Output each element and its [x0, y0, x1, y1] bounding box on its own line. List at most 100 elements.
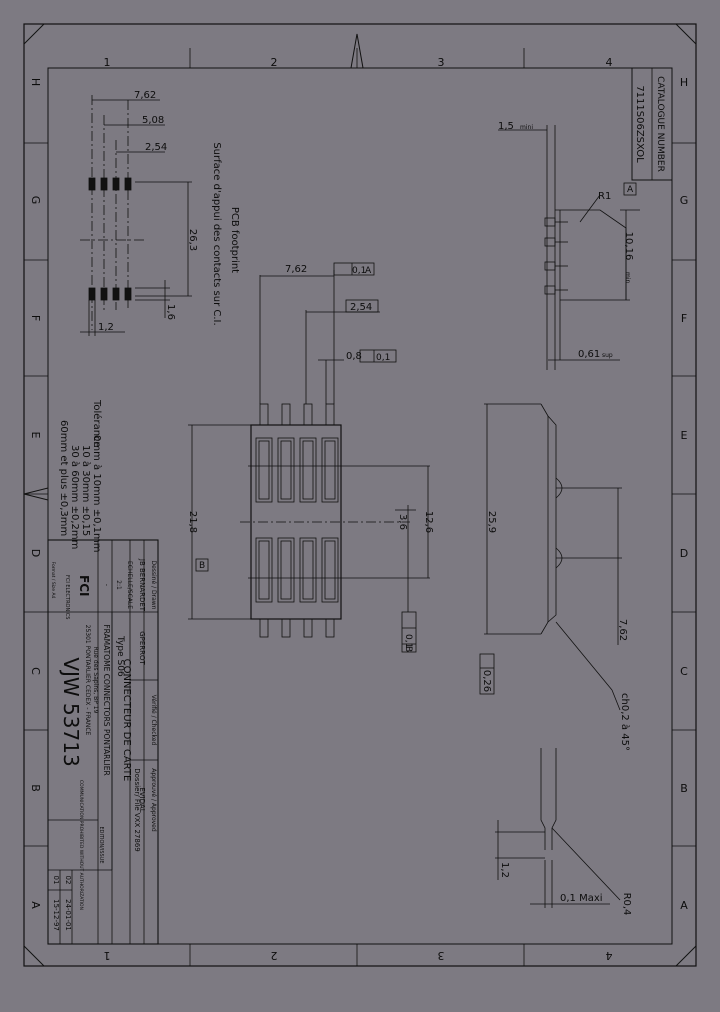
- front-tol-08: 0,1: [376, 353, 390, 363]
- confidential: COMMUNICATION PROHIBITED WITHOUT AUTHORI…: [78, 780, 84, 910]
- tolerance-line-4: 60mm et plus ±0,3mm: [58, 420, 69, 536]
- revision-1: 02: [64, 876, 72, 885]
- grid-row-left-c: C: [29, 667, 42, 675]
- checked-label: Vérifié / Checked: [150, 695, 157, 746]
- side-dim-1016: 10,16: [623, 232, 634, 261]
- type: Type S06: [115, 635, 125, 677]
- front-view: [188, 262, 430, 653]
- detail-radius: R0,4: [621, 893, 632, 916]
- grid-row-right-d: D: [680, 547, 688, 560]
- grid-col-top-3: 3: [438, 56, 445, 69]
- front-dim-254: 2,54: [350, 302, 372, 313]
- approved-by: EVIDAL: [138, 787, 146, 812]
- side-dim-15-note: mini: [520, 124, 533, 131]
- product: CONNECTEUR DE CARTE: [121, 659, 132, 782]
- grid-col-bottom-1: 1: [104, 949, 111, 962]
- side-dim-061: 0,61: [578, 349, 600, 360]
- catalogue-label: CATALOGUE NUMBER: [655, 76, 665, 172]
- format-label: Format / Size A4: [50, 562, 56, 599]
- side-r1: R1: [598, 191, 611, 202]
- front-ref-762: A: [365, 266, 372, 276]
- grid-dividers: [24, 48, 696, 966]
- side-dim-15: 1,5: [498, 121, 514, 132]
- fp-dim-254: 2,54: [145, 142, 167, 153]
- address-1: Rue des Sapins, BP 19: [92, 647, 99, 714]
- front-dim-126: 12,6: [423, 511, 434, 533]
- front-tol-762: 0,1: [352, 266, 366, 276]
- grid-row-left-d: D: [29, 549, 42, 557]
- side-dim-1016-note: min: [624, 272, 631, 284]
- tolerance-title: Tolérance: [91, 399, 103, 448]
- inner-frame: [47, 67, 673, 945]
- front-ref-b: B: [199, 561, 205, 571]
- grid-row-left-e: E: [29, 432, 42, 439]
- approved-label: Approuvé / Approved: [150, 768, 157, 832]
- scale-label: ECHELLE/SCALE: [126, 561, 133, 609]
- fp-title: PCB footprint: [229, 207, 240, 273]
- checked-by: GPERROT: [138, 631, 146, 665]
- drawn-by: JB BERNARDET: [138, 558, 146, 612]
- grid-row-left-g: G: [29, 196, 42, 205]
- address-2: 25301 PONTARLIER CEDEX - FRANCE: [84, 625, 91, 736]
- grid-row-left-a: A: [29, 901, 42, 909]
- front-dim-36: 3,6: [397, 514, 408, 530]
- front-ref-018: B: [403, 646, 413, 652]
- fci-sub: FCI ELECTRONICS: [64, 575, 70, 619]
- grid-row-right-f: F: [681, 312, 687, 325]
- grid-row-left-b: B: [29, 784, 42, 792]
- grid-row-right-g: G: [680, 194, 689, 207]
- fp-dim-16: 1,6: [165, 304, 176, 320]
- grid-col-bottom-2: 2: [271, 949, 278, 962]
- front-dim-08: 0,8: [346, 351, 362, 362]
- file: Dossier/ File VXX 27869: [133, 768, 141, 852]
- scale-value: 2:1: [115, 580, 122, 590]
- fp-dim-762: 7,62: [134, 90, 156, 101]
- fci-logo: FCI: [77, 575, 91, 596]
- profile-tol-026: 0,26: [481, 670, 492, 692]
- centering-mark-left: [23, 487, 49, 501]
- grid-col-top-1: 1: [104, 56, 111, 69]
- front-dim-762: 7,62: [285, 264, 307, 275]
- tolerance-line-1: 0mm à 10mm ±0,1mm: [91, 435, 103, 552]
- grid-row-right-a: A: [680, 899, 688, 912]
- doc-number: VJW 53713: [59, 657, 83, 766]
- company-name: FRAMATOME CONNECTORS PONTARLIER: [102, 624, 111, 775]
- front-tol-018: 0,1: [403, 634, 413, 648]
- grid-row-right-h: H: [680, 76, 688, 89]
- fp-dim-12: 1,2: [98, 322, 114, 333]
- corner-cuts: [23, 23, 697, 967]
- title-block: [47, 539, 159, 945]
- profile-dim-259: 25,9: [486, 511, 497, 533]
- fp-subtitle: Surface d'appui des contacts sur C.I.: [211, 142, 222, 325]
- edition-label: EDITION/ISSUE: [98, 826, 104, 863]
- revision-2-date: 15-12-97: [52, 899, 60, 931]
- grid-col-top-4: 4: [606, 56, 613, 69]
- revision-1-date: 24-01-01: [64, 899, 72, 931]
- outer-frame: [23, 23, 697, 967]
- grid-row-left-h: H: [29, 78, 42, 86]
- scale-sub: -: [103, 584, 110, 586]
- centering-mark-top: [350, 33, 364, 69]
- profile-dim-762: 7,62: [617, 619, 628, 641]
- grid-col-bottom-3: 3: [438, 949, 445, 962]
- grid-col-top-2: 2: [271, 56, 278, 69]
- side-view: [498, 125, 640, 370]
- revision-2: 01: [52, 876, 60, 885]
- detail-dim-01: 0,1 Maxi: [560, 893, 603, 904]
- fp-dim-263: 26,3: [187, 229, 198, 251]
- grid-row-right-b: B: [680, 782, 688, 795]
- grid-row-left-f: F: [29, 315, 42, 321]
- detail-dim-12: 1,2: [499, 862, 510, 878]
- side-dim-061-note: sup: [602, 352, 613, 359]
- grid-row-right-c: C: [680, 665, 688, 678]
- side-ref-a: A: [627, 185, 634, 195]
- fp-dim-508: 5,08: [142, 115, 164, 126]
- profile-chamfer: ch0,2 à 45°: [619, 693, 631, 751]
- drawn-label: Dessiné / Drawn: [150, 560, 157, 609]
- tolerance-line-3: 30 à 60mm ±0,2mm: [69, 445, 81, 549]
- profile-view: [479, 403, 622, 711]
- front-dim-218: 21,8: [187, 511, 198, 533]
- catalogue-number: 7111S06ZSXOL: [634, 85, 645, 163]
- pcb-footprint-view: [80, 95, 192, 336]
